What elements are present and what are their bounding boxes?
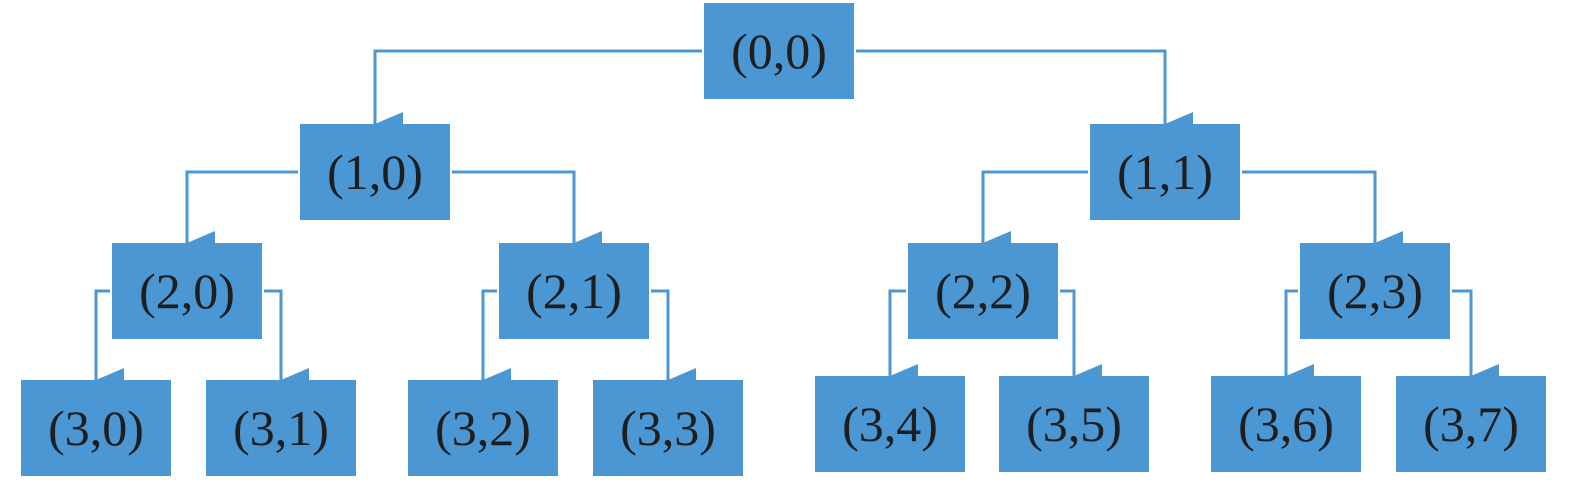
node-label: (3,5) xyxy=(1026,396,1122,452)
tree-node-3-2: (3,2) xyxy=(408,380,558,476)
edge-2-3-to-3-6 xyxy=(1284,289,1314,388)
tree-node-2-0: (2,0) xyxy=(112,243,262,339)
edge-2-2-to-3-4 xyxy=(888,289,918,388)
node-label: (2,1) xyxy=(526,263,622,319)
node-label: (3,6) xyxy=(1238,396,1334,452)
edge-1-1-to-2-3 xyxy=(1242,170,1403,255)
tree-node-2-1: (2,1) xyxy=(499,243,649,339)
tree-node-2-3: (2,3) xyxy=(1300,243,1450,339)
edge-1-0-to-2-1 xyxy=(452,170,602,255)
edge-0-0-to-1-1 xyxy=(856,49,1193,136)
tree-node-1-1: (1,1) xyxy=(1090,124,1240,220)
edge-2-1-to-3-3 xyxy=(651,289,696,392)
tree-node-3-7: (3,7) xyxy=(1396,376,1546,472)
tree-node-2-2: (2,2) xyxy=(908,243,1058,339)
edge-2-0-to-3-1 xyxy=(264,289,309,392)
node-label: (3,3) xyxy=(620,400,716,456)
tree-node-3-6: (3,6) xyxy=(1211,376,1361,472)
tree-node-3-1: (3,1) xyxy=(206,380,356,476)
node-label: (1,0) xyxy=(327,144,423,200)
edge-2-0-to-3-0 xyxy=(94,289,124,392)
node-label: (1,1) xyxy=(1117,144,1213,200)
tree-node-3-0: (3,0) xyxy=(21,380,171,476)
edge-2-1-to-3-2 xyxy=(481,289,511,392)
tree-node-0-0: (0,0) xyxy=(704,3,854,99)
tree-node-3-3: (3,3) xyxy=(593,380,743,476)
node-label: (3,2) xyxy=(435,400,531,456)
tree-node-3-4: (3,4) xyxy=(815,376,965,472)
edge-2-2-to-3-5 xyxy=(1060,289,1102,388)
node-label: (0,0) xyxy=(731,23,827,79)
node-label: (2,3) xyxy=(1327,263,1423,319)
tree-node-3-5: (3,5) xyxy=(999,376,1149,472)
edge-2-3-to-3-7 xyxy=(1452,289,1499,388)
tree-node-1-0: (1,0) xyxy=(300,124,450,220)
edge-1-0-to-2-0 xyxy=(185,170,298,255)
node-label: (3,7) xyxy=(1423,396,1519,452)
node-label: (2,0) xyxy=(139,263,235,319)
node-label: (2,2) xyxy=(935,263,1031,319)
node-label: (3,1) xyxy=(233,400,329,456)
edge-1-1-to-2-2 xyxy=(981,170,1088,255)
node-label: (3,4) xyxy=(842,396,938,452)
node-label: (3,0) xyxy=(48,400,144,456)
edge-0-0-to-1-0 xyxy=(373,49,702,136)
